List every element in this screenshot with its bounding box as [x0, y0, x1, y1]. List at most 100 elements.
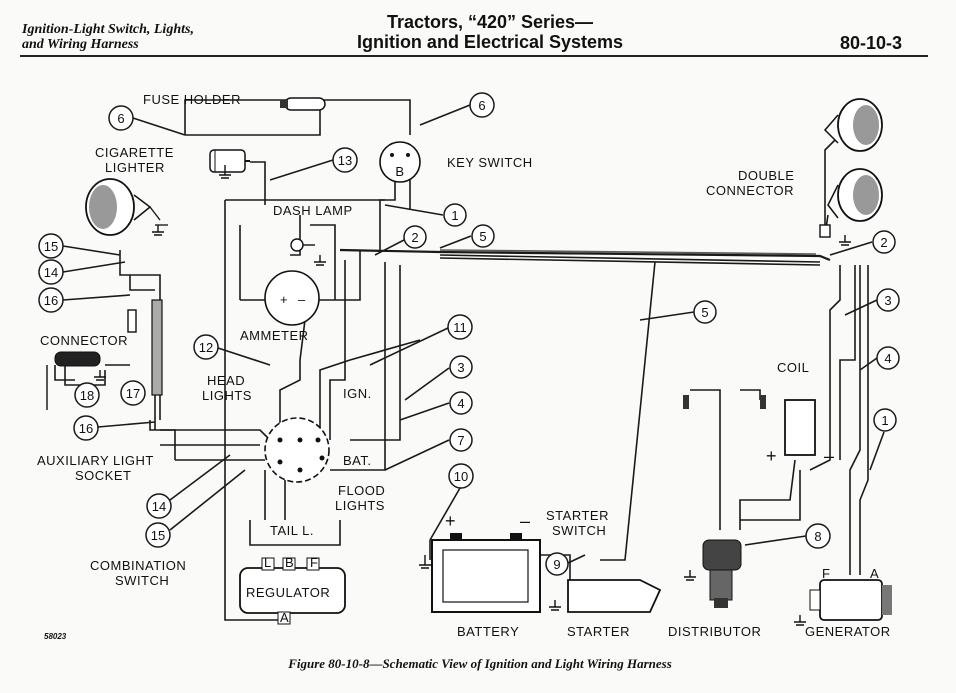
callout-3-mid: [449, 355, 473, 379]
cigarette-lighter-label-2: LIGHTER: [105, 160, 165, 175]
ammeter-plus: +: [280, 292, 288, 307]
callout-2-dash: [403, 225, 427, 249]
section-title-line1: Ignition-Light Switch, Lights,: [22, 22, 194, 37]
combination-switch-label-2: SWITCH: [115, 573, 169, 588]
connector-label: CONNECTOR: [40, 333, 128, 348]
callout-2-dash-text: 2: [411, 230, 418, 245]
page-number: 80-10-3: [840, 33, 903, 53]
connector-icon: [127, 299, 163, 396]
battery-label: BATTERY: [457, 624, 519, 639]
coil-icon: [784, 399, 816, 456]
callout-5-top-text: 5: [479, 229, 486, 244]
flood-lights-label-2: LIGHTS: [335, 498, 385, 513]
callout-3-right-text: 3: [884, 293, 891, 308]
auxiliary-light-label: AUXILIARY LIGHT: [37, 453, 154, 468]
combination-switch-icon: [264, 417, 330, 483]
callout-14-low: [146, 493, 172, 519]
distributor-icon: [702, 539, 742, 608]
callout-11-text: 11: [453, 320, 467, 335]
callout-4-right: [876, 346, 900, 370]
callout-14-top-text: 14: [44, 265, 58, 280]
head-lights-label-2: LIGHTS: [202, 388, 252, 403]
callout-15-low: [145, 522, 171, 548]
chapter-title: Tractors, “420” Series— Ignition and Ele…: [330, 12, 650, 52]
callout-6-right: [469, 92, 495, 118]
callout-8: [805, 523, 831, 549]
wires: [54, 99, 869, 621]
headlight-left-icon: [85, 178, 168, 236]
callout-8-text: 8: [814, 529, 821, 544]
generator-f-terminal: F: [822, 566, 830, 581]
callout-18-text: 18: [80, 388, 94, 403]
callout-17-text: 17: [126, 386, 140, 401]
starter-icon: [567, 579, 662, 613]
coil-plus: +: [766, 446, 777, 466]
ammeter-minus: –: [298, 292, 306, 307]
regulator-a-terminal: A: [280, 610, 289, 625]
floodlight-lower-icon: [827, 168, 883, 222]
key-switch-b-terminal: B: [395, 164, 404, 179]
starter-label: STARTER: [567, 624, 630, 639]
callout-7-text: 7: [457, 433, 464, 448]
ign-label: IGN.: [343, 386, 372, 401]
callout-14-top: [38, 259, 64, 285]
battery-minus: –: [520, 511, 530, 531]
cigarette-lighter-icon: [209, 149, 250, 173]
starter-switch-label-1: STARTER: [546, 508, 609, 523]
callout-10: [448, 463, 474, 489]
callout-14-low-text: 14: [152, 499, 166, 514]
key-switch-icon: [379, 141, 421, 183]
callout-2-right-text: 2: [880, 235, 887, 250]
ammeter-label: AMMETER: [240, 328, 309, 343]
callout-6-left: [108, 105, 134, 131]
callout-3-right: [876, 288, 900, 312]
callout-4-mid: [449, 391, 473, 415]
dash-lamp-icon: [290, 238, 315, 252]
callout-5-mid: [693, 300, 717, 324]
cigarette-lighter-label-1: CIGARETTE: [95, 145, 174, 160]
key-switch-label: KEY SWITCH: [447, 155, 533, 170]
fuse-holder-label: FUSE HOLDER: [143, 92, 241, 107]
callouts: 6 6 13 1 2 5 2 3 5: [38, 92, 900, 576]
ammeter-icon: [264, 270, 320, 326]
callout-12-text: 12: [199, 340, 213, 355]
auxiliary-socket-label: SOCKET: [75, 468, 131, 483]
battery-plus: +: [445, 511, 456, 531]
callout-16-low: [73, 415, 99, 441]
callout-9-text: 9: [553, 557, 560, 572]
section-title-line2: and Wiring Harness: [22, 37, 139, 52]
fuse-holder-icon: [280, 97, 326, 111]
callout-7: [449, 428, 473, 452]
callout-1-dash: [443, 203, 467, 227]
regulator-f-terminal: F: [310, 555, 318, 570]
starter-switch-label-2: SWITCH: [552, 523, 606, 538]
regulator-icon: [239, 557, 346, 625]
section-title: Ignition-Light Switch, Lights, and Wirin…: [22, 22, 302, 52]
regulator-b-terminal: B: [285, 555, 294, 570]
callout-4-right-text: 4: [884, 351, 891, 366]
bat-label: BAT.: [343, 453, 372, 468]
double-connector-label-2: CONNECTOR: [706, 183, 794, 198]
callout-18: [74, 382, 100, 408]
callout-16-low-text: 16: [79, 421, 93, 436]
callout-3-mid-text: 3: [457, 360, 464, 375]
regulator-label: REGULATOR: [246, 585, 330, 600]
callout-15-low-text: 15: [151, 528, 165, 543]
head-lights-label-1: HEAD: [207, 373, 245, 388]
callout-13-text: 13: [338, 153, 352, 168]
main-harness: [339, 248, 831, 262]
figure-number: 58023: [44, 632, 67, 641]
generator-icon: [809, 579, 892, 621]
double-connector-icon: [819, 224, 831, 238]
callout-6-left-text: 6: [117, 111, 124, 126]
callout-16-top: [38, 287, 64, 313]
callout-10-text: 10: [454, 469, 468, 484]
regulator-l-terminal: L: [264, 555, 272, 570]
chapter-title-line2: Ignition and Electrical Systems: [356, 32, 624, 52]
combination-switch-label-1: COMBINATION: [90, 558, 186, 573]
distributor-label: DISTRIBUTOR: [668, 624, 761, 639]
callout-15-top: [38, 233, 64, 259]
chapter-title-line1: Tractors, “420” Series—: [386, 12, 594, 32]
